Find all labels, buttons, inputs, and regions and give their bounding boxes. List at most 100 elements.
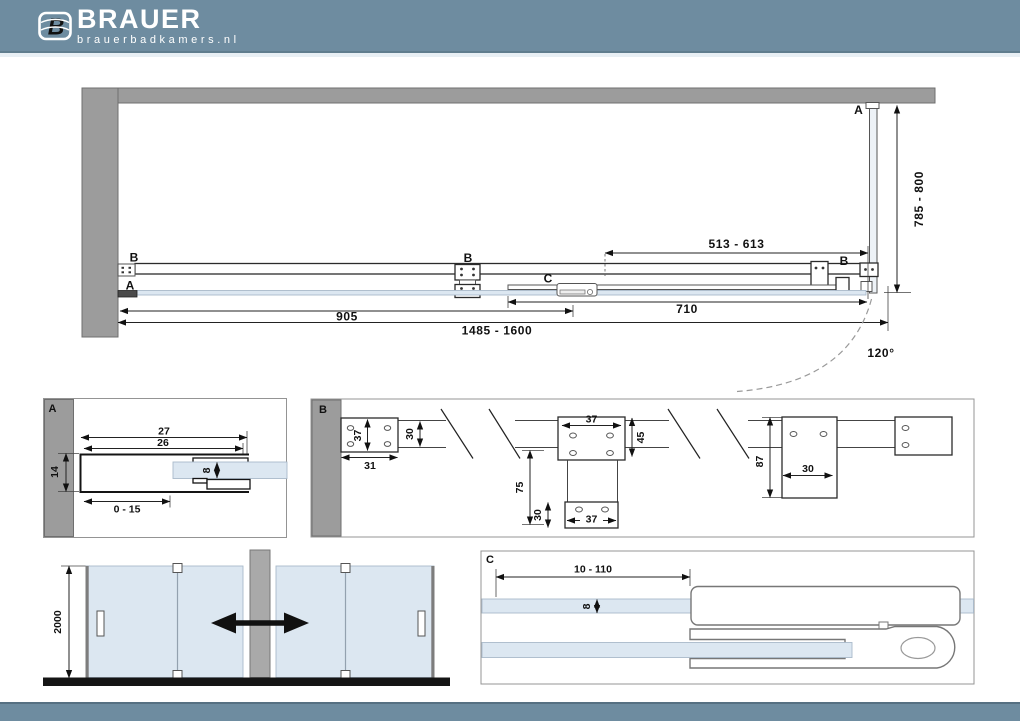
brauer-logo-icon: B <box>38 11 72 40</box>
screw-dot <box>121 266 124 269</box>
screw-hole <box>901 442 910 448</box>
clamp-hole <box>900 636 936 660</box>
end-bracket <box>894 416 953 456</box>
dim-adjustment-text: 0 - 15 <box>114 504 141 516</box>
break-line <box>667 408 701 459</box>
profile-bottom-lip <box>206 478 251 490</box>
break-line <box>488 408 521 459</box>
panel-clip <box>172 563 183 573</box>
floor-bar <box>43 677 450 686</box>
screw-hole <box>383 441 392 447</box>
break-line <box>440 408 474 459</box>
dim-foot-width-text: 37 <box>586 514 598 526</box>
dim-wall-plate-width-text: 31 <box>364 460 376 472</box>
detail-a-panel: A 27 26 8 14 0 - 15 <box>43 398 288 538</box>
screw-dot <box>871 268 874 271</box>
wall-profile-a <box>117 290 138 298</box>
detail-b-wall <box>311 399 342 537</box>
logo-text: BRAUER brauerbadkamers.nl <box>77 3 240 46</box>
swing-angle-text: 120° <box>867 346 894 360</box>
screw-dot <box>128 266 131 269</box>
detail-a-label: A <box>49 403 57 415</box>
profile-step <box>192 477 208 484</box>
door-handle-right <box>417 610 426 637</box>
wall-profile-right <box>431 566 435 678</box>
screw-hole <box>346 441 355 447</box>
footer-bar <box>0 702 1020 721</box>
rail-corner-bracket <box>810 260 829 289</box>
fixed-glass-panel <box>136 290 867 296</box>
logo-swoosh-bottom <box>40 25 70 31</box>
wall-top <box>81 87 936 104</box>
dim-tube-height-text: 30 <box>404 428 416 440</box>
screw-hole <box>575 506 583 513</box>
slide-direction-arrow <box>211 612 309 634</box>
screw-hole <box>569 450 577 456</box>
screw-hole <box>383 425 392 431</box>
dim-profile-inner-text: 26 <box>157 437 169 449</box>
glass-section <box>172 461 288 479</box>
wall-left <box>81 87 119 338</box>
center-post <box>249 549 271 678</box>
dim-side-plate-height-text: 87 <box>754 456 766 468</box>
detail-b-label: B <box>319 404 327 416</box>
screw-hole <box>346 425 355 431</box>
detail-b-frame <box>310 398 975 538</box>
dim-wall-plate-height-text: 37 <box>352 430 364 442</box>
door-swing-arc <box>736 298 873 393</box>
wall-mount-plate <box>340 417 399 453</box>
dim-total-width-text: 1485 - 1600 <box>462 324 533 338</box>
dim-plate-width-top-text: 37 <box>586 414 598 426</box>
dim-c-glass-thickness-text: 8 <box>581 603 593 609</box>
screw-hole <box>819 431 828 437</box>
dim-foot-height-text: 30 <box>532 509 544 521</box>
site-url: brauerbadkamers.nl <box>77 33 240 46</box>
screw-hole <box>569 432 577 439</box>
brauer-logo: B BRAUER brauerbadkamers.nl <box>37 3 240 46</box>
top-view-plan: B A B C B A 513 - 613 710 905 1485 - 160… <box>81 87 936 393</box>
logo-frame <box>38 11 72 40</box>
screw-dot <box>814 266 818 270</box>
header-bar: B BRAUER brauerbadkamers.nl <box>0 0 1020 53</box>
detail-c-label: C <box>486 554 494 566</box>
rail-wall-bracket <box>117 263 136 277</box>
dim-profile-depth-text: 14 <box>49 466 61 478</box>
dim-profile-outer-text: 27 <box>158 426 170 438</box>
screw-hole <box>901 425 910 431</box>
screw-dot <box>821 266 825 270</box>
screw-dot <box>121 271 124 274</box>
logo-swoosh-top <box>40 18 70 23</box>
support-rail <box>134 262 863 275</box>
side-clamp-plate <box>781 416 838 499</box>
dim-side-depth-text: 785 - 800 <box>912 171 926 227</box>
label-a-left: A <box>126 279 135 293</box>
wall-profile-left <box>85 566 89 678</box>
dim-plate-height-text: 45 <box>635 432 647 444</box>
screw-hole <box>789 431 798 437</box>
brand-name: BRAUER <box>77 3 202 34</box>
seal-clamp-top-jaw <box>690 585 961 626</box>
label-c: C <box>544 272 553 286</box>
dim-opening-text: 513 - 613 <box>708 237 764 251</box>
screw-dot <box>128 271 131 274</box>
dim-side-plate-width-text: 30 <box>802 463 814 475</box>
upper-glass-strip-right <box>959 598 974 614</box>
panel-clip <box>340 563 351 573</box>
dim-c-adjustment-text: 10 - 110 <box>574 564 612 576</box>
label-b-left: B <box>130 251 139 265</box>
screw-dot <box>864 268 867 271</box>
door-handle-left <box>96 610 105 637</box>
screw-hole <box>601 506 609 513</box>
dim-fixed-panel-text: 905 <box>336 310 358 324</box>
label-b-right: B <box>840 254 849 268</box>
lower-glass-strip <box>481 642 853 658</box>
dim-door-text: 710 <box>676 302 698 316</box>
dim-glass-thickness-text: 8 <box>201 467 213 473</box>
screw-hole <box>606 432 614 439</box>
corner-clamp <box>860 281 873 292</box>
label-b-mid: B <box>464 251 473 265</box>
door-handle <box>556 283 598 297</box>
ceiling-profile-a <box>865 102 880 109</box>
